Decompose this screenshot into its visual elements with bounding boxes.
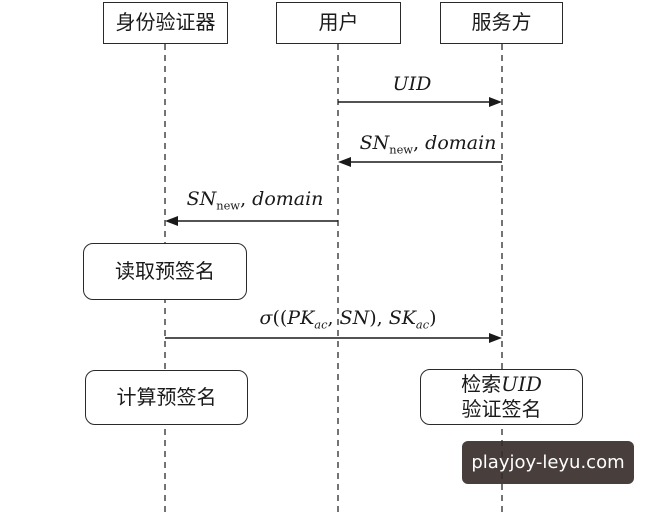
label-segment: domain <box>425 132 497 154</box>
arrowhead-signature <box>489 333 502 343</box>
note-text: 检索 <box>461 372 502 396</box>
label-subscript: ac <box>415 317 430 332</box>
note-text: 读取预签名 <box>115 259 215 283</box>
note-text: 计算预签名 <box>116 385 217 409</box>
label-segment: SN <box>186 188 217 210</box>
label-segment: PK <box>287 307 315 329</box>
arrowhead-sn-to-user <box>338 157 351 167</box>
note-line: 检索UID <box>461 372 542 397</box>
watermark-badge: playjoy-leyu.com <box>462 441 634 484</box>
participant-label: 用户 <box>318 10 359 34</box>
participant-user: 用户 <box>276 2 401 44</box>
label-segment: SN <box>359 132 390 154</box>
label-segment: ), <box>369 307 389 329</box>
participant-service: 服务方 <box>440 2 563 44</box>
label-subscript: ac <box>314 317 328 332</box>
message-label-sn-to-authenticator: SNnew, domain <box>173 187 337 217</box>
label-segment: SN <box>339 307 370 329</box>
label-segment: , <box>413 132 426 154</box>
label-segment: domain <box>252 188 324 210</box>
watermark-text: playjoy-leyu.com <box>471 452 625 473</box>
label-segment: , <box>240 188 253 210</box>
arrowhead-sn-to-authenticator <box>165 216 178 226</box>
note-text: 验证签名 <box>461 397 542 421</box>
message-label-signature: σ((PKac, SN), SKac) <box>248 306 448 336</box>
label-segment: UID <box>392 73 432 95</box>
label-segment: , <box>327 307 340 329</box>
participant-label: 身份验证器 <box>115 10 216 34</box>
participant-authenticator: 身份验证器 <box>103 2 228 44</box>
note-line: 读取预签名 <box>115 259 215 284</box>
label-segment: σ <box>259 307 273 329</box>
note-read-presignature: 读取预签名 <box>83 243 247 300</box>
label-segment: ) <box>429 307 437 329</box>
participant-label: 服务方 <box>471 10 532 34</box>
arrowhead-uid <box>489 97 502 107</box>
label-segment: (( <box>272 307 288 329</box>
label-subscript: new <box>389 142 414 157</box>
note-line: 验证签名 <box>462 397 542 422</box>
label-segment: SK <box>388 307 416 329</box>
label-subscript: new <box>216 198 241 213</box>
message-label-sn-to-user: SNnew, domain <box>346 131 510 161</box>
note-retrieve-verify: 检索UID 验证签名 <box>420 369 583 425</box>
note-compute-presignature: 计算预签名 <box>85 370 248 425</box>
note-line: 计算预签名 <box>117 385 217 410</box>
message-label-uid: UID <box>330 72 494 96</box>
note-text: UID <box>501 372 542 396</box>
